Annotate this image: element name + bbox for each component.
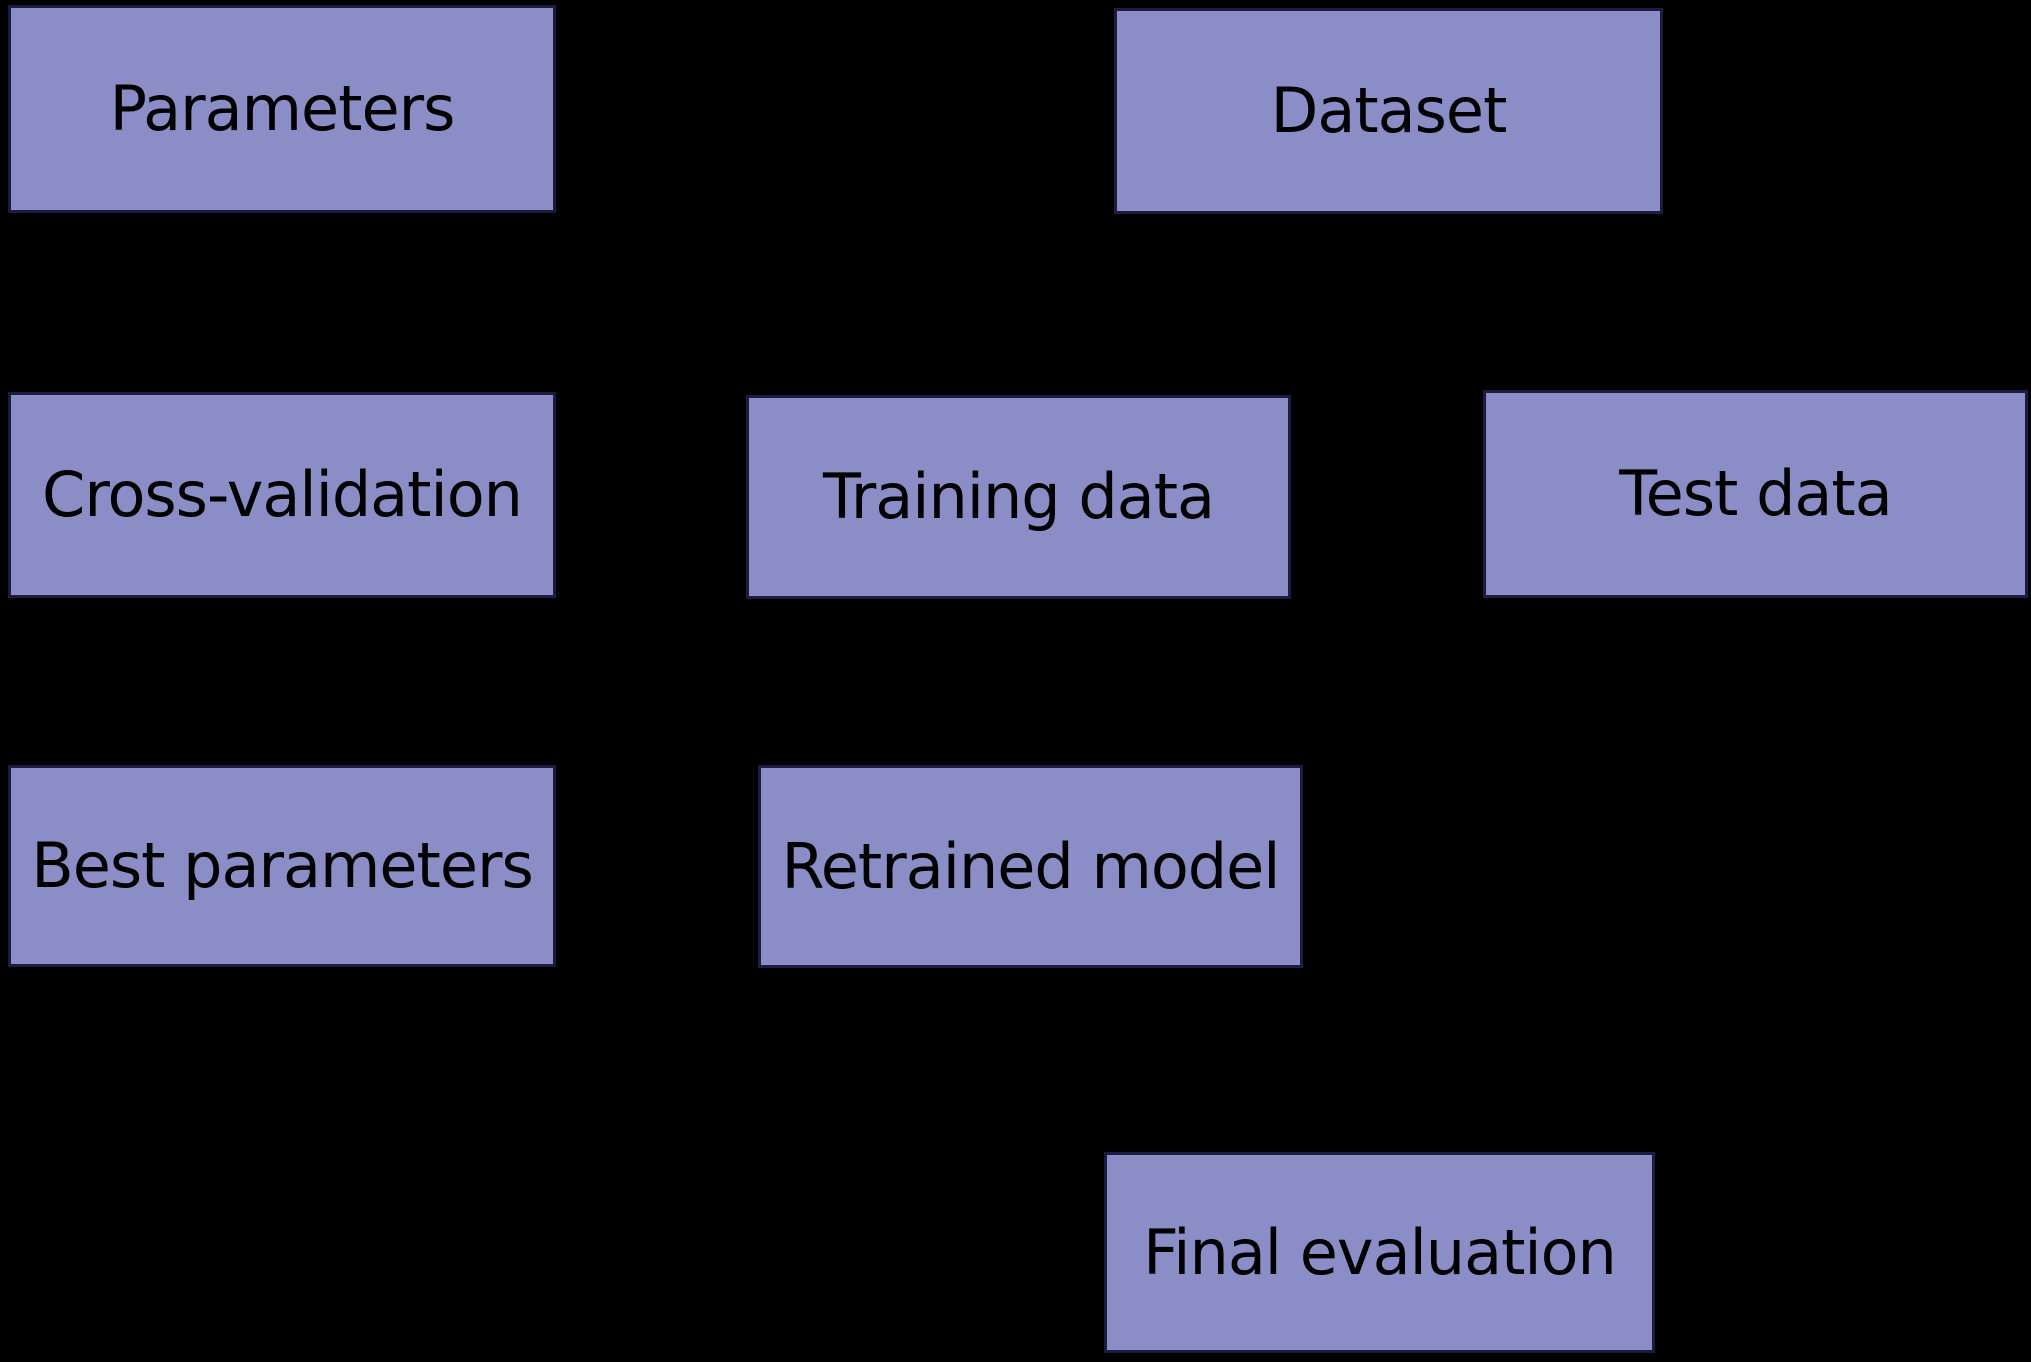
node-retrained-model: Retrained model [758,765,1303,968]
node-parameters-label: Parameters [109,72,456,145]
node-best-parameters-label: Best parameters [31,829,534,902]
node-parameters: Parameters [8,5,556,213]
node-dataset-label: Dataset [1270,74,1508,147]
node-test-data-label: Test data [1619,457,1892,530]
node-final-evaluation: Final evaluation [1104,1152,1655,1353]
node-training-data: Training data [746,395,1291,599]
node-final-evaluation-label: Final evaluation [1143,1215,1617,1289]
node-test-data: Test data [1483,390,2028,598]
node-cross-validation: Cross-validation [8,392,556,598]
node-dataset: Dataset [1114,8,1663,214]
node-best-parameters: Best parameters [8,765,556,967]
node-retrained-model-label: Retrained model [781,829,1280,903]
node-cross-validation-label: Cross-validation [42,458,523,531]
node-training-data-label: Training data [823,460,1215,533]
